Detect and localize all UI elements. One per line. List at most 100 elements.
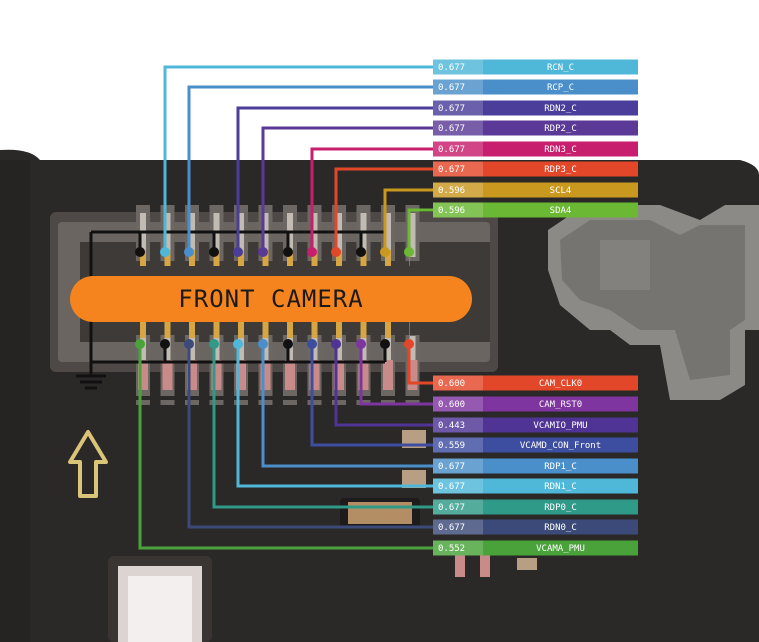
label-background — [433, 417, 638, 433]
value-cell — [433, 141, 483, 157]
voltage-value: 0.596 — [438, 206, 465, 216]
label-background — [433, 396, 638, 412]
connector-title: FRONT CAMERA — [178, 285, 363, 313]
label-background — [433, 202, 638, 218]
bottom-label-4: 0.677 RDP1_C — [433, 458, 638, 474]
signal-traces — [135, 65, 433, 550]
up-arrow-silkscreen-icon — [68, 430, 108, 498]
net-name: VCAMIO_PMU — [533, 421, 587, 431]
front-camera-banner: FRONT CAMERA — [70, 276, 472, 322]
bottom-label-1: 0.600 CAM_RST0 — [433, 396, 638, 412]
voltage-value: 0.677 — [438, 104, 465, 114]
value-cell — [433, 182, 483, 198]
label-background — [433, 141, 638, 157]
bottom-label-7: 0.677 RDN0_C — [433, 519, 638, 535]
voltage-value: 0.677 — [438, 145, 465, 155]
net-name: RDP3_C — [544, 165, 577, 175]
pin-dot — [233, 247, 243, 257]
trace-scl4 — [383, 188, 433, 252]
value-cell — [433, 519, 483, 535]
trace-vcamd_con_front — [310, 344, 433, 447]
value-cell — [433, 100, 483, 116]
voltage-value: 0.677 — [438, 124, 465, 134]
value-cell — [433, 458, 483, 474]
ground-symbol-icon — [76, 374, 106, 390]
trace-rdp3_c — [334, 167, 433, 252]
net-name: RDN3_C — [544, 145, 577, 155]
pin-dot — [307, 339, 317, 349]
net-name: SDA4 — [550, 206, 572, 216]
net-name: RDP0_C — [544, 503, 577, 513]
trace-rcn_c — [163, 65, 433, 252]
label-background — [433, 375, 638, 391]
pin-dot — [331, 247, 341, 257]
label-background — [433, 120, 638, 136]
voltage-value: 0.677 — [438, 83, 465, 93]
trace-cam_clk0 — [407, 344, 433, 385]
pin-dot — [356, 339, 366, 349]
voltage-value: 0.677 — [438, 523, 465, 533]
value-cell — [433, 540, 483, 556]
trace-rdp1_c — [261, 344, 433, 468]
trace-vcama_pmu — [138, 344, 433, 550]
pin-dot — [209, 339, 219, 349]
pin-dot — [404, 339, 414, 349]
voltage-value: 0.677 — [438, 482, 465, 492]
voltage-value: 0.600 — [438, 400, 465, 410]
pin-dot — [258, 339, 268, 349]
label-background — [433, 437, 638, 453]
label-background — [433, 499, 638, 515]
trace-rdn0_c — [187, 344, 433, 529]
value-cell — [433, 202, 483, 218]
label-background — [433, 458, 638, 474]
value-cell — [433, 437, 483, 453]
label-background — [433, 519, 638, 535]
trace-rcp_c — [187, 85, 433, 252]
top-label-4: 0.677 RDN3_C — [433, 141, 638, 157]
net-name: RDP1_C — [544, 462, 577, 472]
value-cell — [433, 478, 483, 494]
net-name: RCN_C — [547, 63, 574, 73]
bottom-label-2: 0.443 VCAMIO_PMU — [433, 417, 638, 433]
net-name: RCP_C — [547, 83, 574, 93]
bottom-label-8: 0.552 VCAMA_PMU — [433, 540, 638, 556]
label-background — [433, 540, 638, 556]
net-name: VCAMA_PMU — [536, 544, 585, 554]
top-label-1: 0.677 RCP_C — [433, 79, 638, 95]
voltage-value: 0.677 — [438, 503, 465, 513]
value-cell — [433, 161, 483, 177]
top-label-5: 0.677 RDP3_C — [433, 161, 638, 177]
pin-dot — [258, 247, 268, 257]
voltage-value: 0.552 — [438, 544, 465, 554]
voltage-value: 0.443 — [438, 421, 465, 431]
value-cell — [433, 499, 483, 515]
net-name: RDN0_C — [544, 523, 577, 533]
pin-dot — [380, 247, 390, 257]
pin-dot — [307, 247, 317, 257]
bottom-label-6: 0.677 RDP0_C — [433, 499, 638, 515]
voltage-value: 0.677 — [438, 165, 465, 175]
value-cell — [433, 396, 483, 412]
pin-dot — [404, 247, 414, 257]
trace-rdn2_c — [236, 106, 433, 252]
voltage-value: 0.600 — [438, 379, 465, 389]
value-cell — [433, 120, 483, 136]
trace-cam_rst0 — [359, 344, 433, 406]
label-background — [433, 182, 638, 198]
net-name: CAM_RST0 — [539, 400, 582, 410]
trace-rdn3_c — [310, 147, 433, 252]
trace-sda4 — [407, 208, 433, 252]
pin-dot — [184, 247, 194, 257]
pin-dot — [135, 339, 145, 349]
voltage-value: 0.677 — [438, 462, 465, 472]
pin-dot — [160, 247, 170, 257]
label-background — [433, 478, 638, 494]
voltage-value: 0.596 — [438, 186, 465, 196]
value-cell — [433, 417, 483, 433]
pin-dot — [233, 339, 243, 349]
